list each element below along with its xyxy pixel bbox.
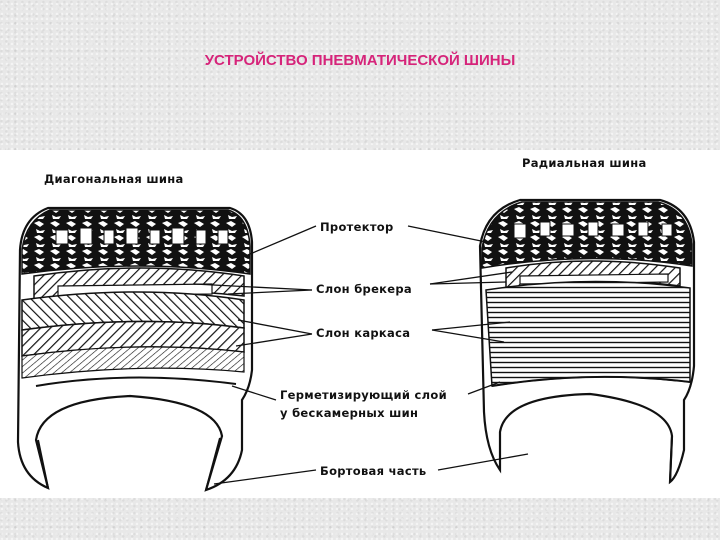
tire-illustration: [16, 198, 696, 492]
label-sealing-line1: Герметизирующий слой: [280, 388, 447, 402]
left-tire-title: Диагональная шина: [44, 172, 184, 186]
label-tread: Протектор: [320, 220, 394, 234]
label-sealing-line2: у бескамерных шин: [280, 406, 419, 420]
leader-lines: [193, 225, 529, 485]
radial-tire: [478, 198, 696, 485]
diagonal-tire: [16, 206, 254, 492]
label-carcass: Слон каркаса: [316, 326, 411, 340]
tire-diagram: Диагональная шина Радиальная шина Протек…: [0, 150, 720, 498]
label-breaker: Слон брекера: [316, 282, 412, 296]
slide-title: УСТРОЙСТВО ПНЕВМАТИЧЕСКОЙ ШИНЫ: [204, 52, 516, 69]
right-tire-title: Радиальная шина: [522, 156, 647, 170]
label-bead: Бортовая часть: [320, 464, 427, 478]
